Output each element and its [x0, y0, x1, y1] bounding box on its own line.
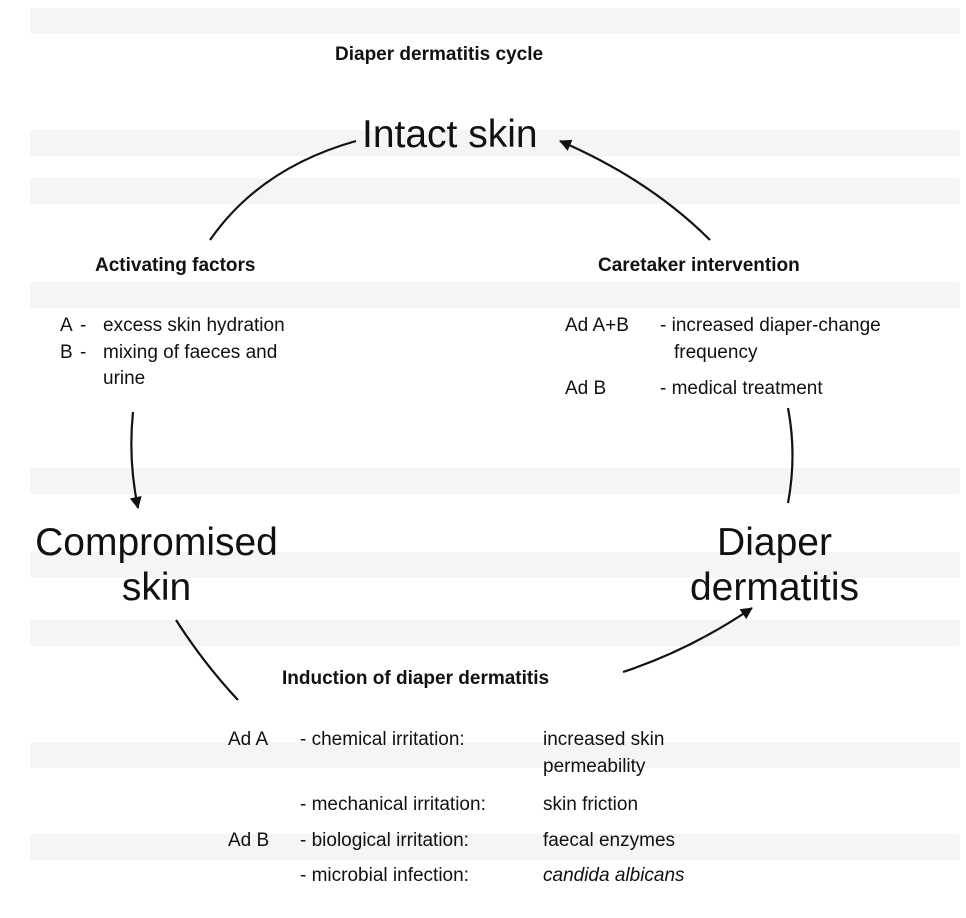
- induction-heading: Induction of diaper dermatitis: [282, 668, 550, 689]
- activating-key: A: [60, 315, 73, 336]
- bleed-through-line: [30, 834, 960, 860]
- bleed-through-line: [30, 282, 960, 308]
- induction-effect: faecal enzymes: [543, 830, 676, 851]
- caretaker-text-cont: frequency: [674, 342, 758, 363]
- activating-dash: -: [80, 315, 87, 336]
- induction-effect: skin friction: [543, 794, 639, 815]
- induction-type: - biological irritation:: [300, 830, 469, 851]
- activating-factors-heading: Activating factors: [95, 255, 256, 276]
- induction-effect: candida albicans: [543, 865, 685, 886]
- node-diaper-dermatitis: Diaper dermatitis: [682, 520, 867, 610]
- bleed-through-line: [30, 178, 960, 204]
- node-compromised-skin: Compromised skin: [24, 520, 289, 610]
- bleed-through-line: [30, 130, 960, 156]
- activating-key: B: [60, 342, 73, 363]
- bleed-through-line: [30, 742, 960, 768]
- activating-dash: -: [80, 342, 87, 363]
- arrow-to-diaper-dermatitis: [622, 607, 753, 674]
- caretaker-key: Ad A+B: [565, 315, 629, 336]
- node-intact-skin: Intact skin: [362, 113, 538, 156]
- bleed-through-line: [30, 468, 960, 494]
- induction-type: - microbial infection:: [300, 865, 469, 886]
- arc-intact-to-activating: [209, 139, 357, 241]
- node-compromised-line1: Compromised: [35, 521, 278, 564]
- activating-text-cont: urine: [103, 368, 146, 389]
- induction-type: - mechanical irritation:: [300, 794, 486, 815]
- arrow-to-compromised: [129, 411, 142, 509]
- arc-compromised-to-induction: [175, 619, 239, 701]
- induction-effect: increased skin: [543, 729, 665, 750]
- activating-text: excess skin hydration: [103, 315, 285, 336]
- caretaker-text: - medical treatment: [660, 378, 823, 399]
- induction-key: Ad A: [228, 729, 269, 750]
- caretaker-intervention-heading: Caretaker intervention: [598, 255, 800, 276]
- node-diaper-line2: dermatitis: [689, 566, 860, 609]
- induction-key: Ad B: [228, 830, 270, 851]
- caretaker-text: - increased diaper-change: [660, 315, 881, 336]
- activating-text: mixing of faeces and: [103, 342, 278, 363]
- arrow-to-intact-skin: [559, 139, 711, 241]
- caretaker-key: Ad B: [565, 378, 607, 399]
- node-diaper-line1: Diaper: [717, 521, 832, 564]
- bleed-through-line: [30, 8, 960, 34]
- diagram-title: Diaper dermatitis cycle: [335, 44, 544, 65]
- arc-diaper-to-caretaker: [786, 407, 794, 504]
- induction-type: - chemical irritation:: [300, 729, 465, 750]
- bleed-through-line: [30, 552, 960, 578]
- induction-effect-cont: permeability: [543, 756, 646, 777]
- node-compromised-line2: skin: [121, 566, 192, 609]
